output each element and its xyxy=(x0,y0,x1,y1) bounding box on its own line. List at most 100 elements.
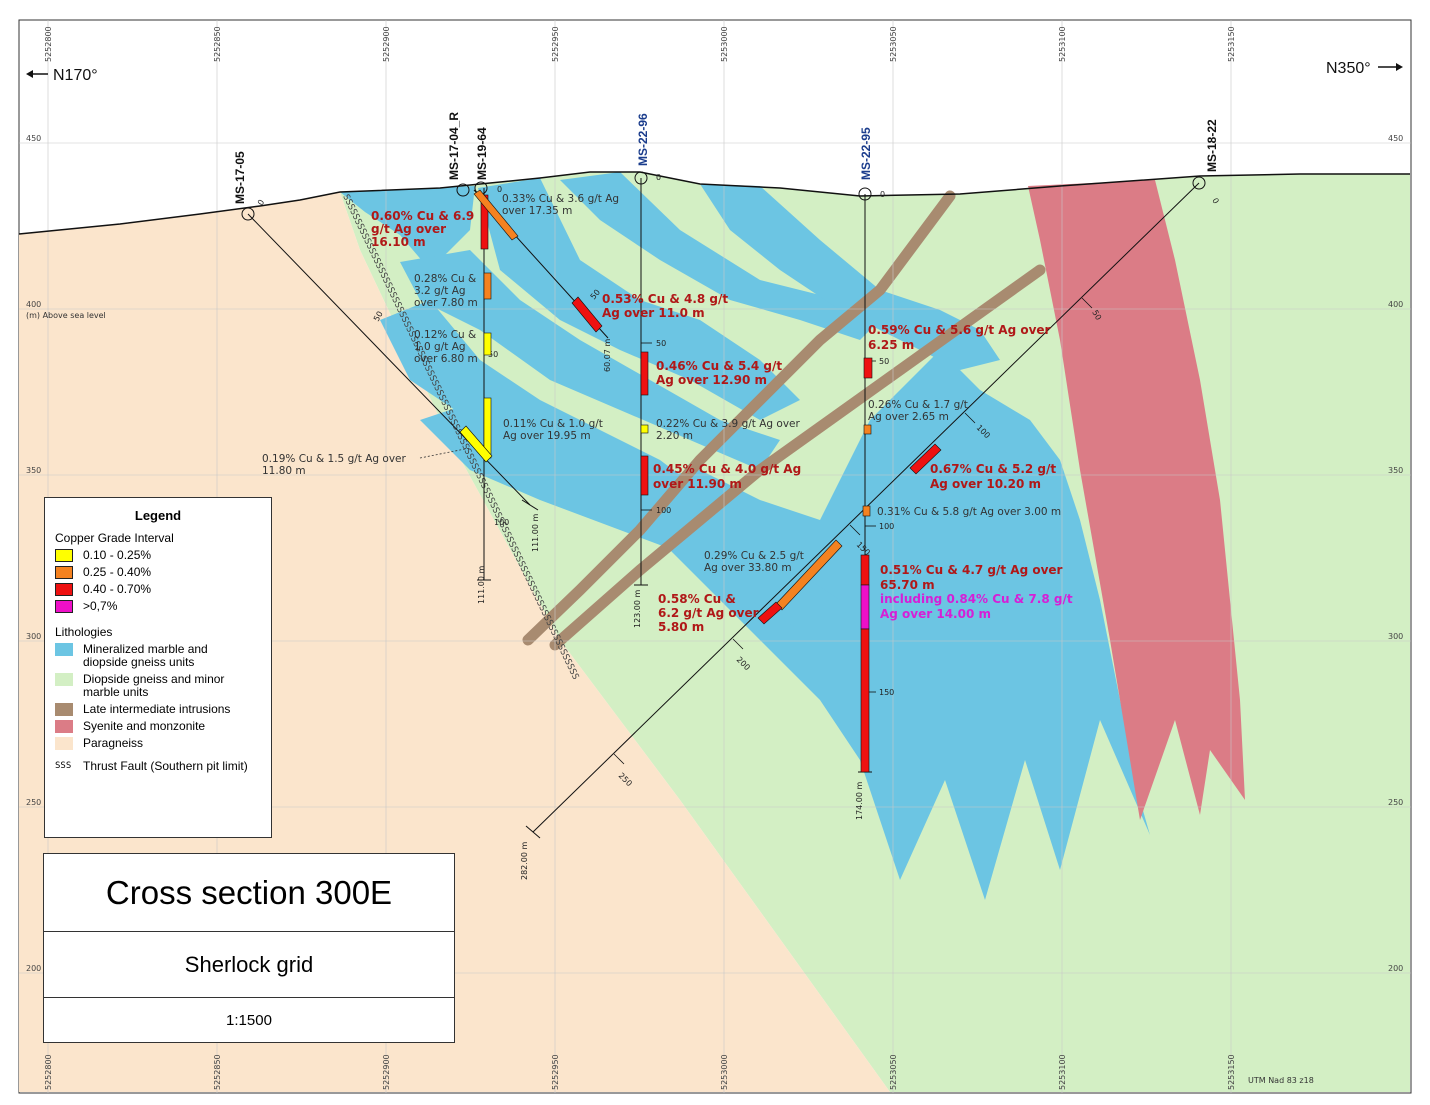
topography-line xyxy=(18,171,1410,235)
legend-litho-item: Paragneiss xyxy=(55,737,261,750)
depth-tick-label: 0 xyxy=(497,185,502,194)
depth-tick-label: 50 xyxy=(1090,309,1103,322)
legend-grade-label: 0.25 - 0.40% xyxy=(83,565,152,579)
elevation-tick-label-right: 400 xyxy=(1388,300,1403,309)
legend-litho-item: Syenite and monzonite xyxy=(55,720,261,733)
elevation-tick-label-right: 200 xyxy=(1388,964,1403,973)
depth-tick-label: 150 xyxy=(879,688,894,697)
easting-tick-label-bottom: 5253150 xyxy=(1227,1054,1236,1090)
depth-tick-label: 0 xyxy=(880,190,885,199)
hole-name-ms-17-05: MS-17-05 xyxy=(233,151,247,204)
legend-title: Legend xyxy=(134,508,182,523)
legend-grade-title: Copper Grade Interval xyxy=(55,531,174,545)
mineralized-main-body xyxy=(640,350,1150,900)
legend-litho-label: Paragneiss xyxy=(83,736,144,750)
arrow-right-head-icon xyxy=(1396,63,1403,71)
elevation-tick-label-left: 450 xyxy=(26,134,41,143)
mineralized-band-2 xyxy=(478,178,800,420)
depth-tick-label: 100 xyxy=(494,518,509,527)
mineralized-band-3 xyxy=(400,250,780,470)
annotation-leader xyxy=(419,447,471,459)
mineralized-band-1 xyxy=(340,186,475,270)
depth-tick-label: 0 xyxy=(656,173,661,182)
elevation-note: (m) Above sea level xyxy=(26,311,106,320)
legend-litho-title: Lithologies xyxy=(55,625,113,639)
legend-litho-label: Late intermediate intrusions xyxy=(83,702,231,716)
grade-interval-red xyxy=(863,357,873,379)
collar-icon xyxy=(858,187,872,201)
easting-tick-label-bottom: 5253050 xyxy=(889,1054,898,1090)
easting-tick-label-top: 5252900 xyxy=(382,26,391,62)
hole-name-ms-22-96: MS-22-96 xyxy=(636,113,650,166)
grade-interval-magenta xyxy=(860,584,870,630)
orientation-right-label: N350° xyxy=(1326,60,1371,77)
depth-tick-label: 50 xyxy=(372,310,385,323)
hole-name-ms-17-04-r: MS-17-04_R xyxy=(447,112,461,180)
grade-interval-orange xyxy=(483,272,492,300)
elevation-tick-label-right: 450 xyxy=(1388,134,1403,143)
legend-swatch xyxy=(55,549,73,562)
legend-grade-label: 0.10 - 0.25% xyxy=(83,548,152,562)
collar-icon xyxy=(634,171,648,185)
drill-hole-ms-17-04-r: MS-17-04_R 50 100 111.00 m xyxy=(447,112,509,604)
easting-tick-label-bottom: 5253100 xyxy=(1058,1054,1067,1090)
easting-tick-label-top: 5253100 xyxy=(1058,26,1067,62)
elevation-tick-label-right: 350 xyxy=(1388,466,1403,475)
grid-name: Sherlock grid xyxy=(44,932,454,998)
easting-tick-label-bottom: 5252950 xyxy=(551,1054,560,1090)
grade-interval-orange xyxy=(863,424,872,435)
grade-interval-red xyxy=(909,443,942,475)
easting-tick-label-bottom: 5253000 xyxy=(720,1054,729,1090)
hole-end-cap xyxy=(525,825,541,839)
hole-end-depth: 111.00 m xyxy=(477,565,486,604)
legend-swatch xyxy=(55,566,73,579)
easting-tick-label-top: 5253000 xyxy=(720,26,729,62)
easting-tick-label-top: 5253050 xyxy=(889,26,898,62)
elevation-tick-label-left: 350 xyxy=(26,466,41,475)
legend-litho-item: Diopside gneiss and minor marble units xyxy=(55,673,261,699)
section-title: Cross section 300E xyxy=(44,854,454,932)
legend-grade-label: >0,7% xyxy=(83,599,118,613)
legend-swatch xyxy=(55,720,73,733)
grade-interval-red xyxy=(640,455,649,496)
collar-icon xyxy=(456,183,470,197)
orientation-right: N350° xyxy=(1326,60,1403,77)
depth-tick-label: 100 xyxy=(656,506,671,515)
legend-grade-item: 0.25 - 0.40% xyxy=(55,566,261,579)
hole-end-depth: 111.00 m xyxy=(531,513,540,552)
collar-icon xyxy=(241,207,255,221)
legend-litho-label: Mineralized marble and diopside gneiss u… xyxy=(83,642,208,669)
assay-annotation: 0.31% Cu & 5.8 g/t Ag over 3.00 m xyxy=(877,506,1061,518)
grade-interval-red xyxy=(860,628,870,773)
grade-interval-orange xyxy=(862,505,871,517)
hole-end-depth: 123.00 m xyxy=(633,589,642,628)
legend-fault-item: SSS Thrust Fault (Southern pit limit) xyxy=(55,760,261,773)
fault-symbol: SSS xyxy=(55,761,72,771)
easting-tick-label-top: 5252850 xyxy=(213,26,222,62)
legend-grade-item: 0.40 - 0.70% xyxy=(55,583,261,596)
mineralized-band-6 xyxy=(560,172,880,340)
orientation-left-label: N170° xyxy=(53,67,98,84)
grade-interval-yellow xyxy=(640,424,649,434)
grade-interval-red xyxy=(860,554,870,586)
legend-swatch xyxy=(55,703,73,716)
grade-intervals-layer xyxy=(459,189,942,773)
legend-litho-item: Mineralized marble and diopside gneiss u… xyxy=(55,643,261,669)
easting-tick-label-bottom: 5252900 xyxy=(382,1054,391,1090)
legend-litho-item: Late intermediate intrusions xyxy=(55,703,261,716)
